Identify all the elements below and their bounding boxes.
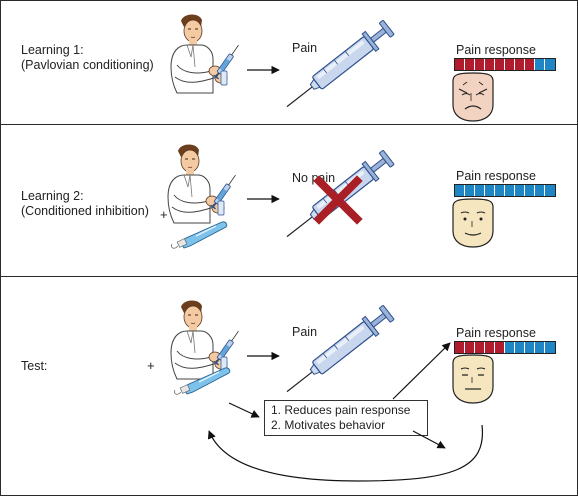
no-pain-segment [545,342,555,353]
pain-segment [485,342,495,353]
pain-segment [475,59,485,70]
row-1-pain-bar [454,58,556,71]
syringe-1 [279,17,397,116]
row-2-pain-bar [454,184,556,197]
row-3-label-line1: Test: [21,359,48,373]
no-pain-segment [535,59,545,70]
feedback-loop-arrow [207,424,484,482]
row-2-response-label: Pain response [456,169,536,183]
calm-face-icon-1 [452,198,494,248]
pain-face-icon [452,72,494,122]
pain-segment [475,342,485,353]
row-2-label-line2: (Conditioned inhibition) [21,204,149,218]
clinician-figure-1 [170,13,242,94]
ointment-tube-2 [170,221,228,249]
no-pain-x-icon [313,175,363,225]
row-3-pain-bar [454,341,556,354]
pain-segment [495,342,505,353]
pain-segment [455,342,465,353]
row-2-plus: + [160,207,168,222]
no-pain-segment [535,342,545,353]
no-pain-segment [525,342,535,353]
row-3-plus: + [147,358,155,373]
no-pain-segment [545,185,555,196]
row-2-label-line1: Learning 2: [21,189,84,203]
no-pain-segment [455,185,465,196]
no-pain-segment [545,59,555,70]
no-pain-segment [505,185,515,196]
row-1-label-line1: Learning 1: [21,43,84,57]
to-effects-arrow [228,402,260,418]
pain-segment [465,59,475,70]
no-pain-segment [505,342,515,353]
pain-segment [505,59,515,70]
row-3-response-label: Pain response [456,326,536,340]
reduces-response-arrow [392,342,451,400]
pain-segment [495,59,505,70]
pain-segment [485,59,495,70]
pain-segment [455,59,465,70]
row-3-label: Test: [21,359,47,374]
row-2-label: Learning 2: (Conditioned inhibition) [21,189,149,219]
effects-box: 1. Reduces pain response 2. Motivates be… [264,400,428,436]
no-pain-segment [475,185,485,196]
no-pain-segment [485,185,495,196]
calm-face-icon-2 [452,354,494,404]
row-1-response-label: Pain response [456,43,536,57]
pain-segment [465,342,475,353]
clinician-figure-2 [167,143,239,224]
no-pain-segment [535,185,545,196]
row-1-label-line2: (Pavlovian conditioning) [21,58,154,72]
motivates-arrow [412,430,446,449]
syringe-3 [279,302,397,401]
divider-1 [1,124,577,125]
divider-2 [1,276,577,277]
no-pain-segment [525,185,535,196]
no-pain-segment [515,342,525,353]
row-1-outcome-label: Pain [292,41,318,55]
no-pain-segment [515,185,525,196]
effect-1: 1. Reduces pain response [271,403,411,417]
pain-segment [525,59,535,70]
pain-segment [515,59,525,70]
effect-2: 2. Motivates behavior [271,418,386,432]
row-3-outcome-label: Pain [292,325,318,339]
clinician-figure-3 [170,299,242,380]
no-pain-segment [465,185,475,196]
no-pain-segment [495,185,505,196]
row-1-label: Learning 1: (Pavlovian conditioning) [21,43,154,73]
